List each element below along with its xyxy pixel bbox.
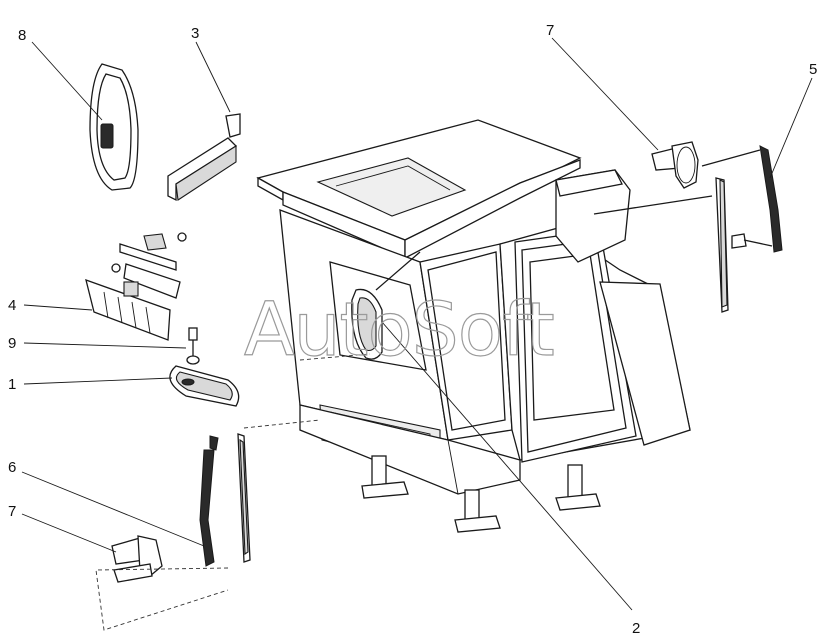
callout-4: 4 xyxy=(8,297,16,314)
callout-labels: 8 3 7 5 4 9 1 6 7 2 xyxy=(8,22,817,637)
part-3-handrail xyxy=(167,113,241,202)
part-2-cab-mirror xyxy=(351,288,383,360)
callout-3: 3 xyxy=(191,25,199,42)
part-1-lamp xyxy=(169,365,240,407)
part-6-wiper-left xyxy=(199,433,251,567)
part-7-fan-top xyxy=(651,141,699,189)
callout-6: 6 xyxy=(8,459,16,476)
part-4-panel xyxy=(85,232,187,341)
callout-1: 1 xyxy=(8,376,16,393)
part-9-bolt xyxy=(186,327,200,365)
callout-8: 8 xyxy=(18,27,26,44)
leader-lines xyxy=(21,37,813,611)
callout-2: 2 xyxy=(632,620,640,637)
callout-5: 5 xyxy=(809,61,817,78)
watermark-text: AutoSoft xyxy=(244,287,554,373)
callout-9: 9 xyxy=(8,335,16,352)
part-5-wiper-right xyxy=(715,145,783,313)
part-7-fan-bottom xyxy=(111,535,163,583)
assembly-lines xyxy=(95,149,761,631)
callout-7-bottom: 7 xyxy=(8,503,16,520)
cab-body xyxy=(256,119,691,533)
part-8-side-window xyxy=(89,63,139,191)
callout-7-top: 7 xyxy=(546,22,554,39)
